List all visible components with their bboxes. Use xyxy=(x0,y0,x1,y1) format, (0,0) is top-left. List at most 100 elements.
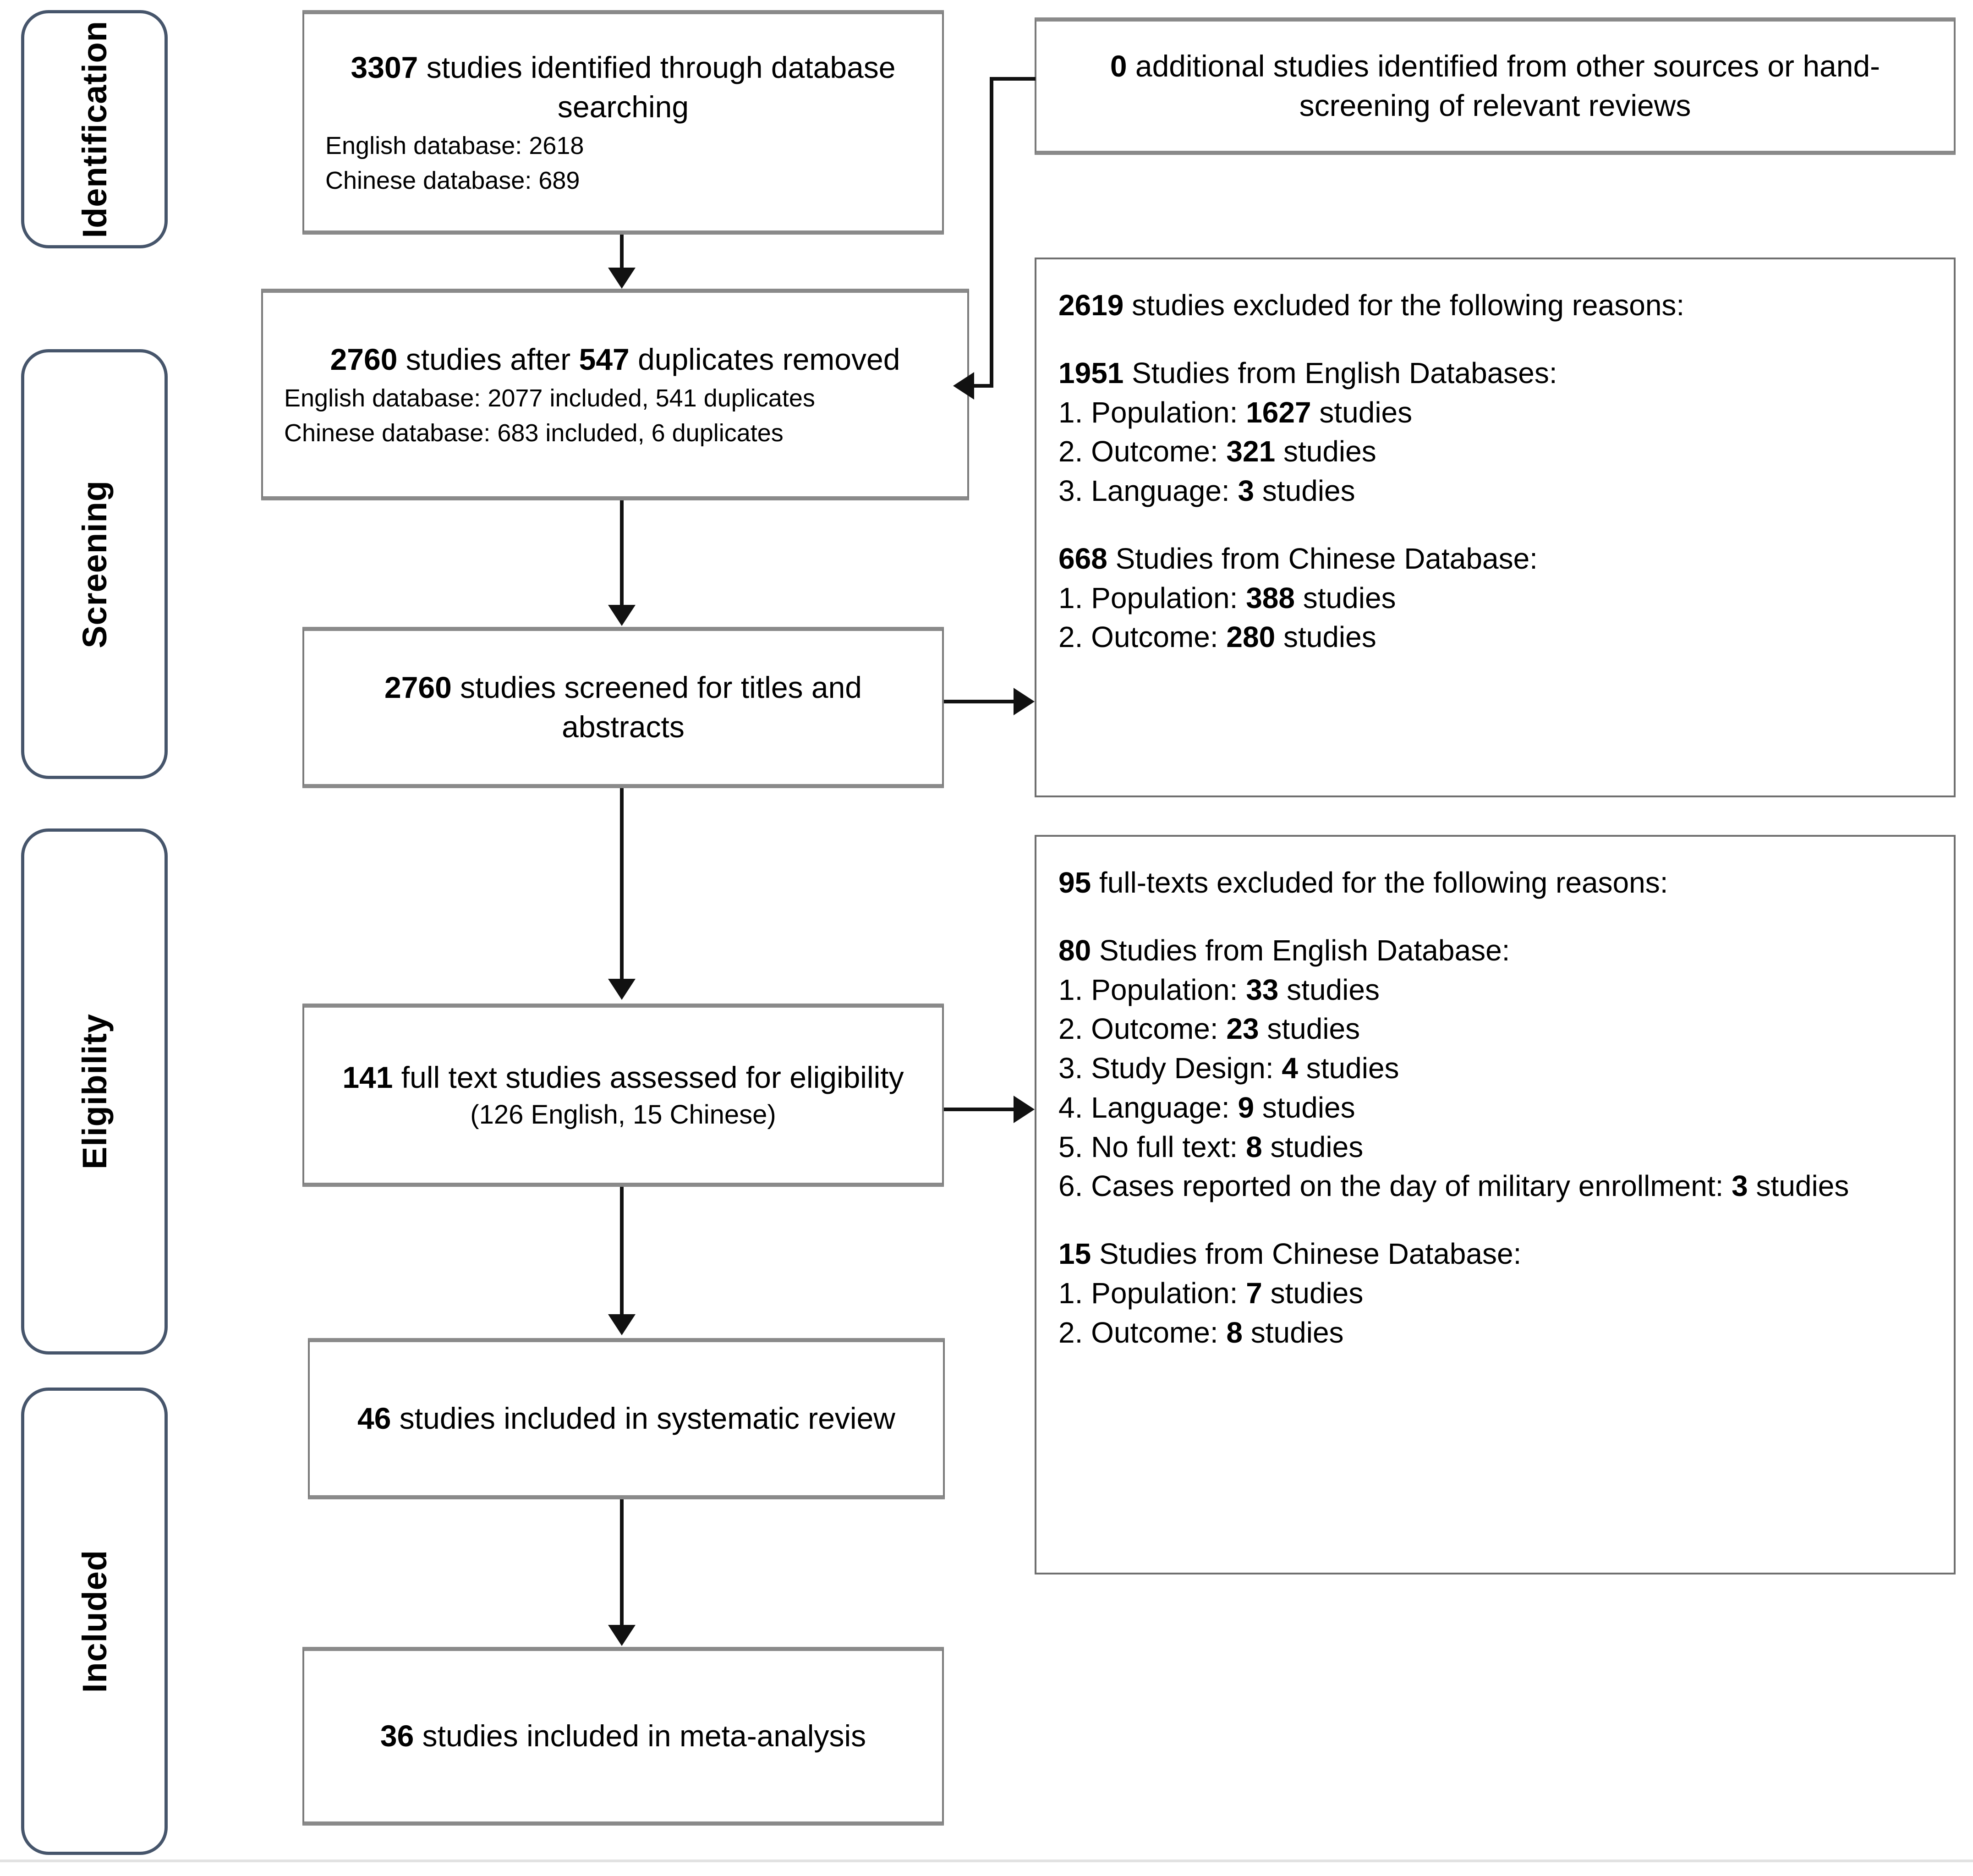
exclusion-item-label: 1. Population: xyxy=(1058,973,1246,1006)
stage-label-identification: Identification xyxy=(75,20,114,238)
arrowhead-identified-to-duplicates xyxy=(608,268,636,289)
box-systematic-review-count: 46 xyxy=(357,1401,391,1436)
box-studies-identified-count: 3307 xyxy=(351,50,418,85)
box-meta-analysis-main: 36 studies included in meta-analysis xyxy=(304,1717,942,1756)
exclusion-item-value: 7 xyxy=(1246,1276,1262,1310)
box-screening-excluded-header: 2619 studies excluded for the following … xyxy=(1036,286,1954,325)
box-duplicates-removed: 2760 studies after 547 duplicates remove… xyxy=(261,289,969,500)
box-fulltext-excluded-chinese-header: 15 Studies from Chinese Database: xyxy=(1036,1234,1954,1274)
exclusion-item-value: 3 xyxy=(1732,1169,1748,1203)
box-systematic-review: 46 studies included in systematic review xyxy=(308,1338,945,1499)
box-studies-identified-sub1: English database: 2618 xyxy=(325,132,584,159)
exclusion-item-value: 33 xyxy=(1246,973,1279,1006)
exclusion-item-suffix: studies xyxy=(1298,1052,1399,1085)
exclusion-item-label: 2. Outcome: xyxy=(1058,1316,1227,1349)
exclusion-item-value: 388 xyxy=(1246,581,1295,614)
exclusion-item-value: 280 xyxy=(1226,620,1276,654)
exclusion-item: 2. Outcome: 280 studies xyxy=(1036,618,1954,657)
box-studies-identified: 3307 studies identified through database… xyxy=(302,10,944,235)
box-screening-excluded-english-text: Studies from English Databases: xyxy=(1124,356,1557,389)
box-duplicates-removed-sub1: English database: 2077 included, 541 dup… xyxy=(284,384,815,412)
box-duplicates-removed-mid: studies after xyxy=(397,342,579,376)
box-screening-excluded-header-text: studies excluded for the following reaso… xyxy=(1124,289,1685,322)
connector-identified-to-duplicates xyxy=(620,235,624,269)
box-meta-analysis-count: 36 xyxy=(380,1719,414,1753)
exclusion-item: 2. Outcome: 8 studies xyxy=(1036,1313,1954,1353)
box-other-sources-main: 0 additional studies identified from oth… xyxy=(1036,47,1954,126)
box-fulltext-excluded-header: 95 full-texts excluded for the following… xyxy=(1036,863,1954,903)
box-fulltext-excluded-header-count: 95 xyxy=(1058,866,1091,899)
connector-assessed-to-excluded xyxy=(944,1108,1014,1111)
stage-identification: Identification xyxy=(21,10,168,248)
box-studies-identified-main: 3307 studies identified through database… xyxy=(304,48,942,127)
exclusion-item-suffix: studies xyxy=(1748,1169,1849,1203)
arrowhead-screened-to-excluded xyxy=(1014,688,1035,715)
stage-label-included: Included xyxy=(75,1549,114,1693)
box-systematic-review-text: studies included in systematic review xyxy=(391,1401,895,1436)
spacer xyxy=(1036,1206,1954,1234)
exclusion-item-label: 4. Language: xyxy=(1058,1091,1238,1124)
connector-othersources-horizontal-bottom xyxy=(974,384,993,388)
exclusion-item-value: 8 xyxy=(1226,1316,1243,1349)
exclusion-item-label: 3. Study Design: xyxy=(1058,1052,1282,1085)
box-screening-excluded-chinese-count: 668 xyxy=(1058,542,1107,575)
box-fulltext-excluded: 95 full-texts excluded for the following… xyxy=(1035,835,1956,1574)
box-fulltext-excluded-chinese-text: Studies from Chinese Database: xyxy=(1091,1237,1522,1270)
box-screening-excluded-english-count: 1951 xyxy=(1058,356,1124,389)
box-meta-analysis-text: studies included in meta-analysis xyxy=(414,1719,866,1753)
box-studies-screened-main: 2760 studies screened for titles and abs… xyxy=(304,668,942,747)
arrowhead-duplicates-to-screened xyxy=(608,605,636,626)
exclusion-item: 2. Outcome: 23 studies xyxy=(1036,1009,1954,1049)
connector-screened-to-assessed xyxy=(620,788,624,981)
box-fulltext-excluded-english-header: 80 Studies from English Database: xyxy=(1036,931,1954,971)
box-fulltext-assessed-count: 141 xyxy=(342,1060,393,1095)
exclusion-item: 2. Outcome: 321 studies xyxy=(1036,432,1954,472)
exclusion-item-suffix: studies xyxy=(1262,1130,1364,1163)
exclusion-item: 4. Language: 9 studies xyxy=(1036,1088,1954,1128)
exclusion-item-suffix: studies xyxy=(1278,973,1380,1006)
box-duplicates-removed-sub2: Chinese database: 683 included, 6 duplic… xyxy=(284,419,784,447)
stage-eligibility: Eligibility xyxy=(21,828,168,1355)
exclusion-item-suffix: studies xyxy=(1275,435,1376,468)
box-studies-screened-count: 2760 xyxy=(384,670,452,705)
arrowhead-assessed-to-excluded xyxy=(1014,1096,1035,1123)
spacer xyxy=(1036,903,1954,931)
box-fulltext-assessed-paren: (126 English, 15 Chinese) xyxy=(470,1100,776,1130)
box-meta-analysis: 36 studies included in meta-analysis xyxy=(302,1647,944,1826)
box-other-sources: 0 additional studies identified from oth… xyxy=(1035,17,1956,155)
arrowhead-othersources-to-duplicates xyxy=(953,372,974,400)
exclusion-item-value: 23 xyxy=(1226,1012,1259,1046)
connector-review-to-meta xyxy=(620,1499,624,1627)
exclusion-item-suffix: studies xyxy=(1311,395,1413,429)
box-fulltext-excluded-english-count: 80 xyxy=(1058,933,1091,967)
stage-screening: Screening xyxy=(21,349,168,779)
stage-label-eligibility: Eligibility xyxy=(75,1014,114,1169)
box-duplicates-removed-tail: duplicates removed xyxy=(629,342,900,376)
box-fulltext-excluded-english-text: Studies from English Database: xyxy=(1091,933,1510,967)
exclusion-item-label: 2. Outcome: xyxy=(1058,435,1227,468)
exclusion-item-label: 1. Population: xyxy=(1058,395,1246,429)
box-other-sources-count: 0 xyxy=(1110,49,1127,83)
exclusion-item-suffix: studies xyxy=(1254,474,1355,507)
exclusion-item-suffix: studies xyxy=(1242,1316,1344,1349)
box-fulltext-assessed: 141 full text studies assessed for eligi… xyxy=(302,1004,944,1187)
box-studies-screened: 2760 studies screened for titles and abs… xyxy=(302,627,944,788)
connector-othersources-vertical xyxy=(990,77,993,387)
stage-included: Included xyxy=(21,1388,168,1855)
exclusion-item: 1. Population: 7 studies xyxy=(1036,1274,1954,1313)
exclusion-item-label: 1. Population: xyxy=(1058,1276,1246,1310)
box-systematic-review-main: 46 studies included in systematic review xyxy=(310,1399,943,1438)
exclusion-item-suffix: studies xyxy=(1262,1276,1364,1310)
exclusion-item: 3. Study Design: 4 studies xyxy=(1036,1049,1954,1088)
exclusion-item-value: 1627 xyxy=(1246,395,1311,429)
connector-duplicates-to-screened xyxy=(620,500,624,607)
box-fulltext-excluded-chinese-count: 15 xyxy=(1058,1237,1091,1270)
exclusion-item-suffix: studies xyxy=(1275,620,1376,654)
exclusion-item: 5. No full text: 8 studies xyxy=(1036,1128,1954,1167)
box-duplicates-removed-count-b: 547 xyxy=(579,342,630,376)
box-duplicates-removed-main: 2760 studies after 547 duplicates remove… xyxy=(263,340,967,379)
box-screening-excluded-header-count: 2619 xyxy=(1058,289,1124,322)
exclusion-item: 1. Population: 33 studies xyxy=(1036,971,1954,1010)
box-fulltext-assessed-main: 141 full text studies assessed for eligi… xyxy=(304,1058,942,1097)
exclusion-item-label: 1. Population: xyxy=(1058,581,1246,614)
